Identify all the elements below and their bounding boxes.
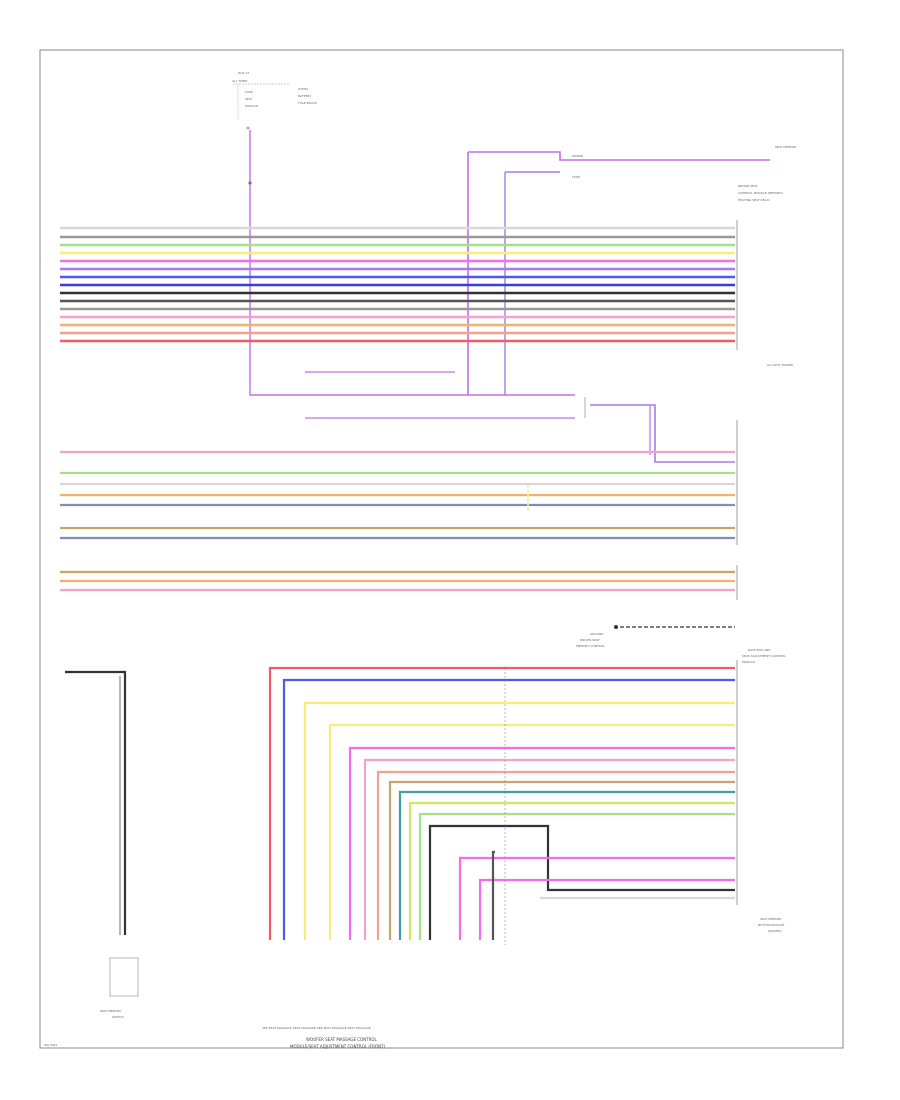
fuse-label-2: ALL TIMES <box>232 79 248 83</box>
fuse-label-8: FUSE BLOCK <box>298 101 318 105</box>
mid-purple-connectors <box>295 371 735 463</box>
lower-short-bundle <box>60 570 735 592</box>
wire-fuse-feed <box>249 130 295 396</box>
right-top-label-2: CONTROL MODULE (MEMORY) <box>738 191 783 195</box>
ground-label-1: GROUND <box>590 632 604 636</box>
svg-text:SEAT MEMORY: SEAT MEMORY <box>775 145 797 149</box>
fuse-label-7: BATTERY <box>298 94 311 98</box>
middle-wire-bundle <box>60 450 735 540</box>
fuse-label-5: MODULE <box>245 104 258 108</box>
ground-label-2: DRIVER SEAT <box>580 638 600 642</box>
fuse-block: HOT AT ALL TIMES FUSE SEAT MODULE (FUSE)… <box>232 71 318 130</box>
switch-label-1: SEAT MEMORY <box>100 1009 122 1013</box>
switch-label-2: SWITCH <box>112 1015 124 1019</box>
svg-text:FUSE: FUSE <box>572 175 580 179</box>
module-caption-dots: SEE SEAT MASSAGE SEAT MASSAGE SEE SEAT M… <box>262 1026 371 1030</box>
svg-text:POWER: POWER <box>572 154 583 158</box>
bottom-right-label-1: SEAT MEMORY <box>760 917 782 921</box>
footer-code: W0.3021 <box>44 1043 58 1047</box>
top-right-feed: POWER FUSE SEAT MEMORY <box>467 145 797 395</box>
fuse-label-4: SEAT <box>245 97 253 101</box>
lower-header-1: DATA BUS AND <box>748 648 771 652</box>
lower-header-2: SEAT ADJUSTMENT CONTROL <box>742 654 786 658</box>
bottom-right-label-2: BUTTON MODULE <box>758 923 785 927</box>
diagram-border <box>39 49 844 1049</box>
bottom-right-label-3: (DRIVER) <box>768 929 782 933</box>
ground-label-3: MEMORY CONTROL <box>576 644 605 648</box>
fuse-label-1: HOT AT <box>238 71 249 75</box>
module-caption-1: WOOFER SEAT MASSAGE CONTROL <box>306 1037 378 1042</box>
module-caption-2: MODULE/SEAT ADJUSTMENT CONTROL (FRONT) <box>290 1044 386 1049</box>
upper-wire-bundle <box>60 226 735 343</box>
right-top-label-1: DRIVER SEAT <box>738 184 758 188</box>
lower-header-3: MODULE <box>742 660 755 664</box>
fuse-label-6: (FUSE) <box>298 87 308 91</box>
right-top-label-3: HEATING SEAT RELAY <box>738 198 770 202</box>
lower-harness <box>268 666 735 940</box>
fuse-label-3: FUSE <box>245 90 253 94</box>
right-mid-label: ALL SEAT POWER <box>767 363 793 367</box>
bottom-left-switch: SEAT MEMORY SWITCH <box>65 670 139 1019</box>
ground-connection: GROUND DRIVER SEAT MEMORY CONTROL <box>576 625 735 648</box>
